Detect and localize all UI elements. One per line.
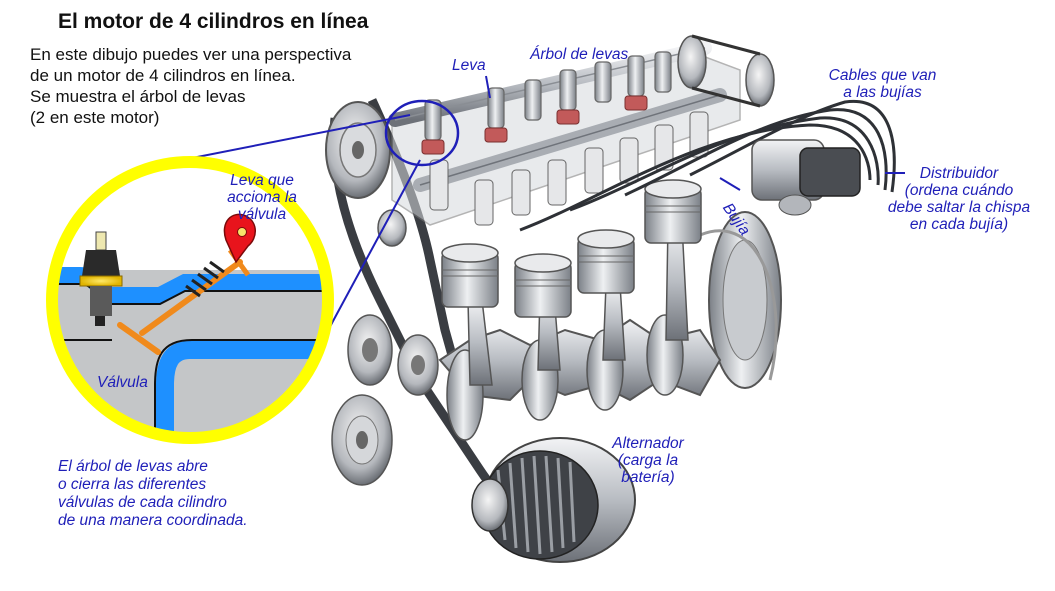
intro-line: En este dibujo puedes ver una perspectiv… <box>30 45 352 64</box>
bujia-pointer <box>719 177 741 191</box>
label-line: debe saltar la chispa <box>887 199 1031 216</box>
camshaft-highlight-circle <box>384 99 460 167</box>
label-line: a las bujías <box>843 84 922 101</box>
label-cables: Cables que van a las bujías <box>800 67 965 101</box>
label-line: Distribuidor <box>919 165 999 182</box>
label-leva: Leva <box>452 57 486 74</box>
intro-line: Se muestra el árbol de levas <box>30 87 246 106</box>
distributor <box>751 139 861 216</box>
label-arbol-de-levas: Árbol de levas <box>530 46 629 63</box>
label-line: (carga la <box>617 452 679 469</box>
flywheel <box>699 211 782 389</box>
lower-pulleys <box>331 209 439 486</box>
label-valvula: Válvula <box>97 374 148 391</box>
label-line: El árbol de levas abre <box>58 458 208 475</box>
magnifier-detail <box>46 156 334 444</box>
callout-line-top <box>181 114 411 161</box>
intro-text: En este dibujo puedes ver una perspectiv… <box>30 44 351 128</box>
label-line: (ordena cuándo <box>904 182 1014 199</box>
label-line: válvula <box>237 206 287 223</box>
valve-detail <box>117 248 251 355</box>
alternator <box>471 437 636 563</box>
spark-plug-wires <box>519 99 896 232</box>
page-title: El motor de 4 cilindros en línea <box>58 10 369 33</box>
label-alternador: Alternador (carga la batería) <box>598 435 698 486</box>
label-line: Alternador <box>612 435 684 452</box>
label-line: Cables que van <box>828 67 937 84</box>
camshaft-pulley <box>325 101 391 199</box>
label-line: Leva que <box>230 172 294 189</box>
label-line: de una manera coordinada. <box>58 512 248 529</box>
label-line: acciona la <box>227 189 297 206</box>
label-line: en cada bujía) <box>909 216 1009 233</box>
pistons <box>441 179 702 318</box>
cam-lobe-detail <box>223 213 256 264</box>
label-distribuidor: Distribuidor (ordena cuándo debe saltar … <box>868 165 1050 233</box>
leva-pointer <box>485 75 491 99</box>
magnifier-ring <box>46 156 334 444</box>
cylinder-head <box>388 34 775 226</box>
label-leva-acciona: Leva que acciona la válvula <box>212 172 312 223</box>
label-line: o cierra las diferentes <box>58 476 207 493</box>
label-arbol-abre: El árbol de levas abre o cierra las dife… <box>58 458 248 530</box>
intro-line: (2 en este motor) <box>30 108 160 127</box>
intro-line: de un motor de 4 cilindros en línea. <box>30 66 296 85</box>
spark-plug-detail <box>79 231 123 326</box>
label-line: válvulas de cada cilindro <box>58 494 227 511</box>
label-line: batería) <box>621 469 675 486</box>
